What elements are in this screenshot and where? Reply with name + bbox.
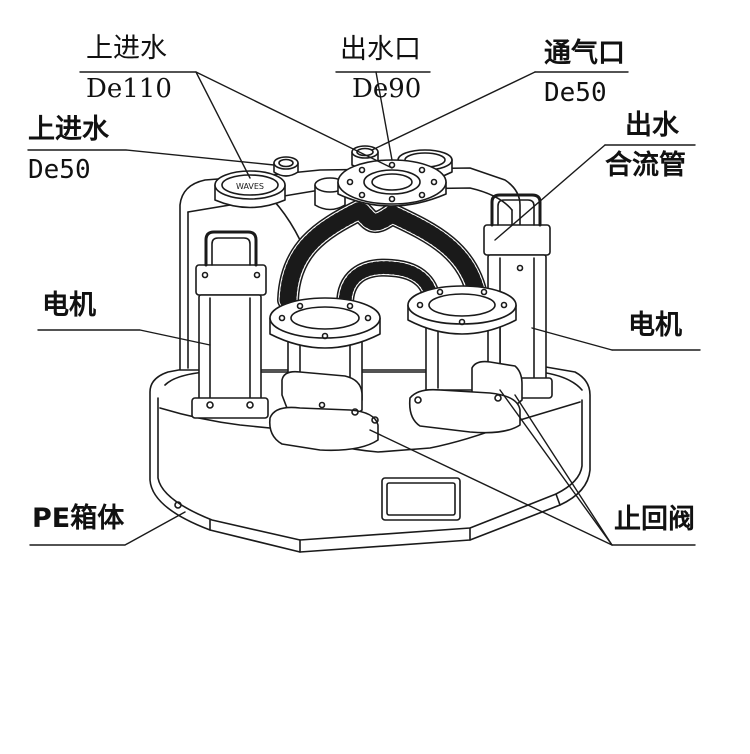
label-inlet-top-size: De110 xyxy=(86,74,172,104)
outlet-flange xyxy=(337,159,447,207)
label-vent-size: De50 xyxy=(544,78,607,108)
label-merge-pipe-line1: 出水 xyxy=(625,110,679,141)
label-motor-left: 电机 xyxy=(42,290,96,321)
label-outlet-size: De90 xyxy=(352,74,422,104)
label-check-valve: 止回阀 xyxy=(614,504,695,535)
label-outlet-name: 出水口 xyxy=(340,34,421,65)
label-inlet-left-size: De50 xyxy=(28,155,91,185)
label-motor-right: 电机 xyxy=(628,310,682,341)
merge-pipe xyxy=(277,199,489,313)
leader-lines xyxy=(27,71,701,546)
left-motor xyxy=(191,230,269,419)
check-valve-right xyxy=(408,360,523,434)
label-merge-pipe-line2: 合流管 xyxy=(605,150,686,181)
check-valve-left xyxy=(268,370,379,452)
label-inlet-top-name: 上进水 xyxy=(86,33,167,64)
cap-brand-text: WAVES xyxy=(236,182,264,191)
inlet-cap-de110: WAVES xyxy=(214,170,286,209)
label-vent-name: 通气口 xyxy=(544,38,625,69)
right-flange-assembly xyxy=(407,285,517,391)
inlet-cap-de50 xyxy=(273,156,299,177)
label-inlet-left-name: 上进水 xyxy=(28,114,109,145)
label-pe-tank: PE箱体 xyxy=(32,503,125,534)
